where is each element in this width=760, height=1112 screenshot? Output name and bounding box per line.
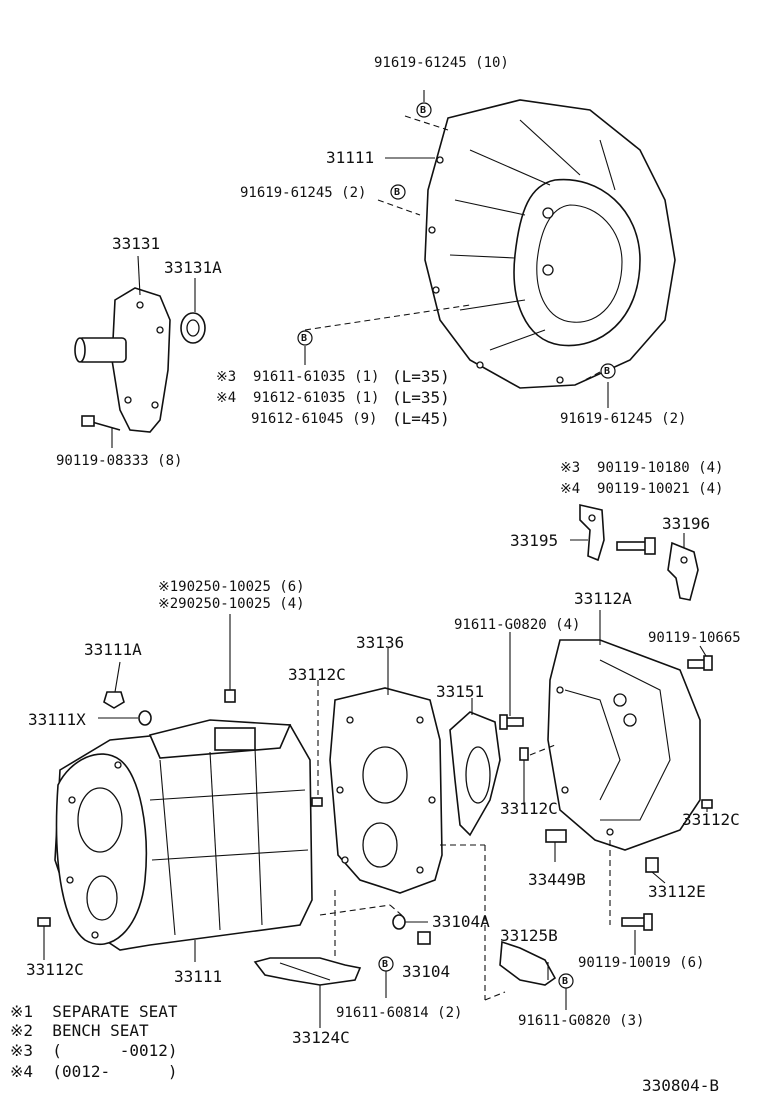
pin-33112c-mid: [519, 747, 529, 761]
pin-33112c-right: [701, 799, 713, 809]
label-bolt-g0820-3: 91611-G0820 (3): [518, 1013, 645, 1029]
label-bolt-61035-a: ※3 91611-61035 (1): [216, 369, 380, 385]
label-gasket-33111x: 33111X: [28, 710, 86, 729]
callout-letter: B: [562, 976, 569, 987]
label-bolt-r-2: 91619-61245 (2): [560, 411, 687, 427]
legend-item: ※4 (0012- ): [10, 1062, 178, 1081]
label-bolt-10665: 90119-10665: [648, 630, 741, 646]
callout-markers: [297, 102, 616, 989]
label-retainer: 33131: [112, 234, 161, 253]
callout-letter: B: [604, 366, 611, 377]
label-bracket-33196: 33196: [662, 514, 711, 533]
plug-33111a: [103, 691, 125, 709]
callout-letter: B: [301, 333, 308, 344]
label-length-b: (L=35): [392, 388, 450, 407]
front-bearing-retainer-33131: [74, 287, 171, 433]
label-bell-housing: 31111: [326, 148, 375, 167]
label-pin-33112c-right: 33112C: [682, 810, 740, 829]
label-plug-b: ※290250-10025 (4): [158, 596, 305, 612]
label-pin-33112c-top: 33112C: [288, 665, 346, 684]
legend-item: ※2 BENCH SEAT: [10, 1021, 149, 1040]
label-pin-33112c-left: 33112C: [26, 960, 84, 979]
label-bolt-60814: 91611-60814 (2): [336, 1005, 463, 1021]
bearing-retainer-33151: [449, 711, 501, 837]
bolt-90119-08333: [81, 415, 121, 431]
plug-90250-10025: [224, 689, 236, 703]
bolt-90119-10665: [687, 655, 713, 671]
label-part-33124c: 33124C: [292, 1028, 350, 1047]
label-part-33104: 33104: [402, 962, 451, 981]
bracket-33125b: [499, 940, 557, 986]
label-part-33104a: 33104A: [432, 912, 490, 931]
label-length-a: (L=35): [392, 367, 450, 386]
bracket-33196: [667, 541, 699, 601]
label-bolt-10021: ※4 90119-10021 (4): [560, 481, 724, 497]
callout-letter: B: [382, 959, 389, 970]
part-33112e: [645, 857, 659, 873]
gasket-33111x: [138, 710, 152, 726]
legend-item: ※1 SEPARATE SEAT: [10, 1002, 178, 1021]
label-lever-bracket: 33195: [510, 531, 559, 550]
label-plug-33111a: 33111A: [84, 640, 142, 659]
callout-letter: B: [420, 105, 427, 116]
label-bolt-top-2: 91619-61245 (2): [240, 185, 367, 201]
leader-lines: [43, 90, 708, 1028]
part-33449b: [545, 829, 567, 843]
extension-housing-33112a: [547, 639, 701, 851]
label-bolt-top-10: 91619-61245 (10): [374, 55, 509, 71]
label-bearing-retainer: 33151: [436, 682, 485, 701]
legend-item: ※3 ( -0012): [10, 1041, 178, 1060]
part-33104a: [392, 914, 406, 930]
label-plug-a: ※190250-10025 (6): [158, 579, 305, 595]
bolt-90119-10180: [616, 537, 656, 555]
label-pin-33112c-mid: 33112C: [500, 799, 558, 818]
intermediate-plate-33136: [329, 687, 443, 894]
label-bolt-61035-b: ※4 91612-61035 (1): [216, 390, 380, 406]
lever-bracket-33195: [579, 503, 605, 562]
pin-33112c-left: [37, 917, 51, 927]
bell-housing-31111: [424, 99, 676, 389]
diagram-id: 330804-B: [642, 1076, 720, 1095]
label-length-c: (L=45): [392, 409, 450, 428]
callout-letter: B: [394, 187, 401, 198]
label-part-33449b: 33449B: [528, 870, 586, 889]
label-bolt-61045: 91612-61045 (9): [251, 411, 378, 427]
bolt-90119-10019: [621, 913, 653, 931]
label-plate-33136: 33136: [356, 633, 405, 652]
label-oil-seal: 33131A: [164, 258, 222, 277]
label-part-33125b: 33125B: [500, 926, 558, 945]
label-bolt-10019: 90119-10019 (6): [578, 955, 705, 971]
pin-33112c-top: [311, 797, 323, 807]
label-bolt-g0820-4: 91611-G0820 (4): [454, 617, 581, 633]
bracket-33124c: [253, 957, 362, 986]
part-33104: [417, 931, 431, 945]
label-ext-housing: 33112A: [574, 589, 632, 608]
label-trans-case: 33111: [174, 967, 223, 986]
label-bolt-8333: 90119-08333 (8): [56, 453, 183, 469]
bolt-91611-g0820-4: [499, 714, 524, 730]
oil-seal-33131a: [180, 312, 206, 344]
label-part-33112e: 33112E: [648, 882, 706, 901]
label-bolt-10180: ※3 90119-10180 (4): [560, 460, 724, 476]
transmission-case-33111: [54, 719, 313, 951]
